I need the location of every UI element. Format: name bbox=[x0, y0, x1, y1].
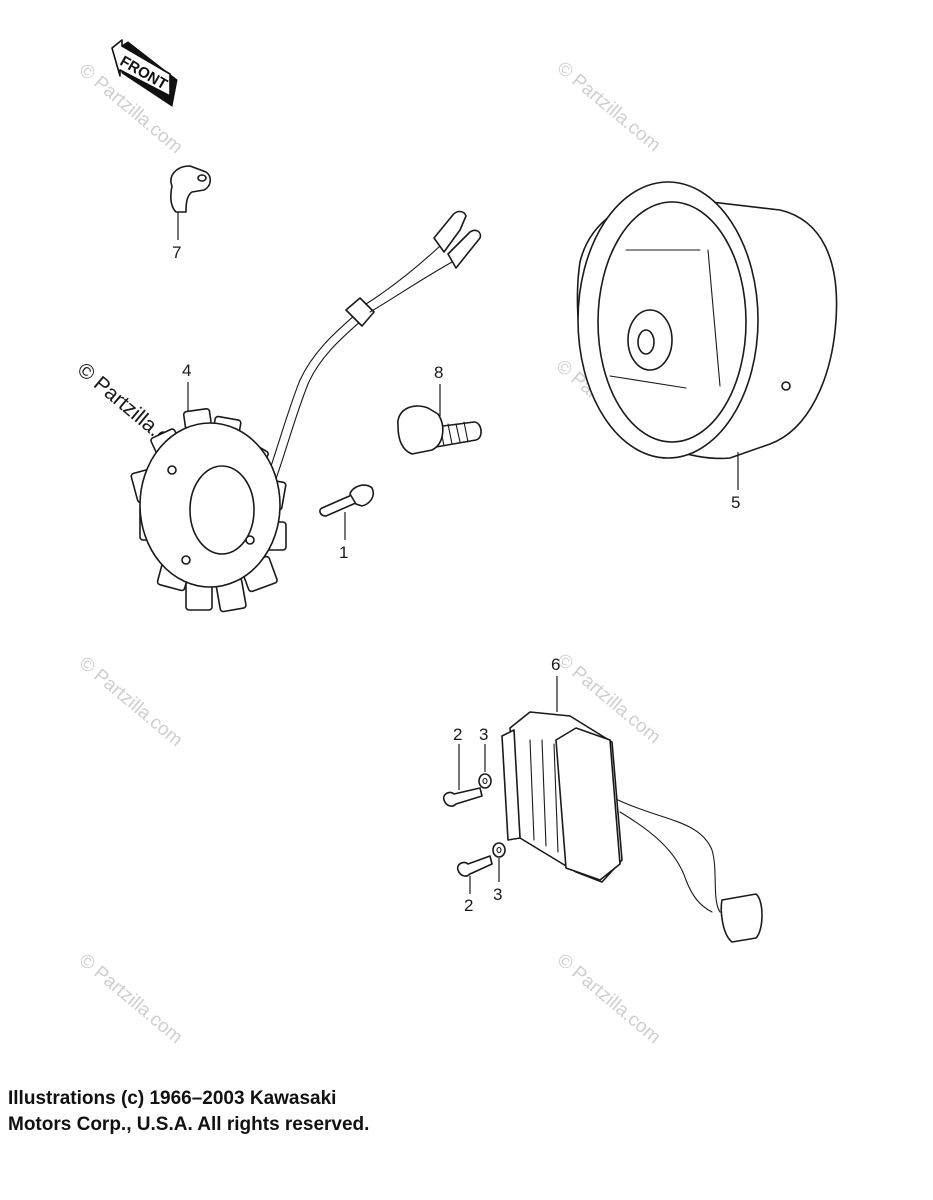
callout-2-lower: 2 bbox=[464, 896, 473, 915]
part-7-clamp: 7 bbox=[170, 165, 212, 262]
callout-4: 4 bbox=[182, 361, 191, 380]
wire-connector bbox=[433, 210, 467, 253]
bolt-upper bbox=[442, 787, 483, 807]
callout-3-lower: 3 bbox=[493, 885, 502, 904]
rotor-hub-bore bbox=[637, 329, 655, 355]
callout-1: 1 bbox=[339, 543, 348, 562]
clamp-hole bbox=[197, 174, 207, 182]
stator-wire bbox=[365, 245, 441, 305]
part-2-3-upper: 2 3 bbox=[442, 725, 492, 807]
regulator-fin-line bbox=[529, 739, 571, 859]
stator-bore bbox=[189, 465, 255, 555]
front-arrow-shape bbox=[111, 39, 171, 97]
stator-bolt-hole bbox=[245, 535, 255, 545]
callout-3-upper: 3 bbox=[479, 725, 488, 744]
rotor-side-hole bbox=[781, 381, 791, 391]
callout-5: 5 bbox=[731, 493, 740, 512]
wire-grommet bbox=[345, 297, 375, 327]
regulator-fins bbox=[501, 729, 521, 841]
stator-wire bbox=[265, 319, 363, 505]
copyright-line-2: Motors Corp., U.S.A. All rights reserved… bbox=[8, 1114, 370, 1135]
part-4-stator: 4 bbox=[130, 210, 482, 613]
clamp-body bbox=[170, 165, 212, 213]
washer-upper-hole bbox=[482, 777, 488, 785]
screw-shank bbox=[319, 493, 359, 517]
stator-bolt-hole bbox=[167, 465, 177, 475]
part-8-bolt: 8 bbox=[397, 363, 482, 455]
callout-2-upper: 2 bbox=[453, 725, 462, 744]
part-2-3-lower: 2 3 bbox=[456, 842, 506, 915]
watermark: © Partzilla.com bbox=[75, 653, 187, 751]
regulator-wire bbox=[619, 811, 713, 913]
regulator-connector bbox=[720, 893, 763, 943]
part-5-rotor: 5 bbox=[576, 181, 838, 512]
part-1-screw: 1 bbox=[319, 484, 375, 562]
regulator-wire bbox=[617, 799, 721, 913]
copyright-line-1: Illustrations (c) 1966–2003 Kawasaki bbox=[8, 1088, 337, 1109]
callout-7: 7 bbox=[172, 243, 181, 262]
watermark: © Partzilla.com bbox=[553, 58, 665, 156]
copyright-notice: Illustrations (c) 1966–2003 Kawasaki Mot… bbox=[8, 1086, 369, 1138]
washer-upper bbox=[478, 773, 492, 789]
watermark: © Partzilla.com bbox=[75, 950, 187, 1048]
bolt-lower bbox=[456, 855, 493, 877]
washer-lower bbox=[492, 842, 506, 858]
screw-head bbox=[349, 484, 375, 507]
callout-8: 8 bbox=[434, 363, 443, 382]
rotor-inner bbox=[597, 201, 747, 443]
stator-wire bbox=[369, 261, 453, 313]
stator-bolt-hole bbox=[181, 555, 191, 565]
bolt-flange bbox=[397, 405, 444, 455]
watermark: © Partzilla.com bbox=[553, 950, 665, 1048]
wire-connector bbox=[447, 229, 482, 269]
washer-lower-hole bbox=[496, 846, 502, 854]
callout-6: 6 bbox=[551, 655, 560, 674]
rotor-spoke bbox=[609, 249, 721, 389]
part-6-regulator: 6 bbox=[501, 655, 763, 943]
regulator-body-front bbox=[555, 727, 621, 881]
